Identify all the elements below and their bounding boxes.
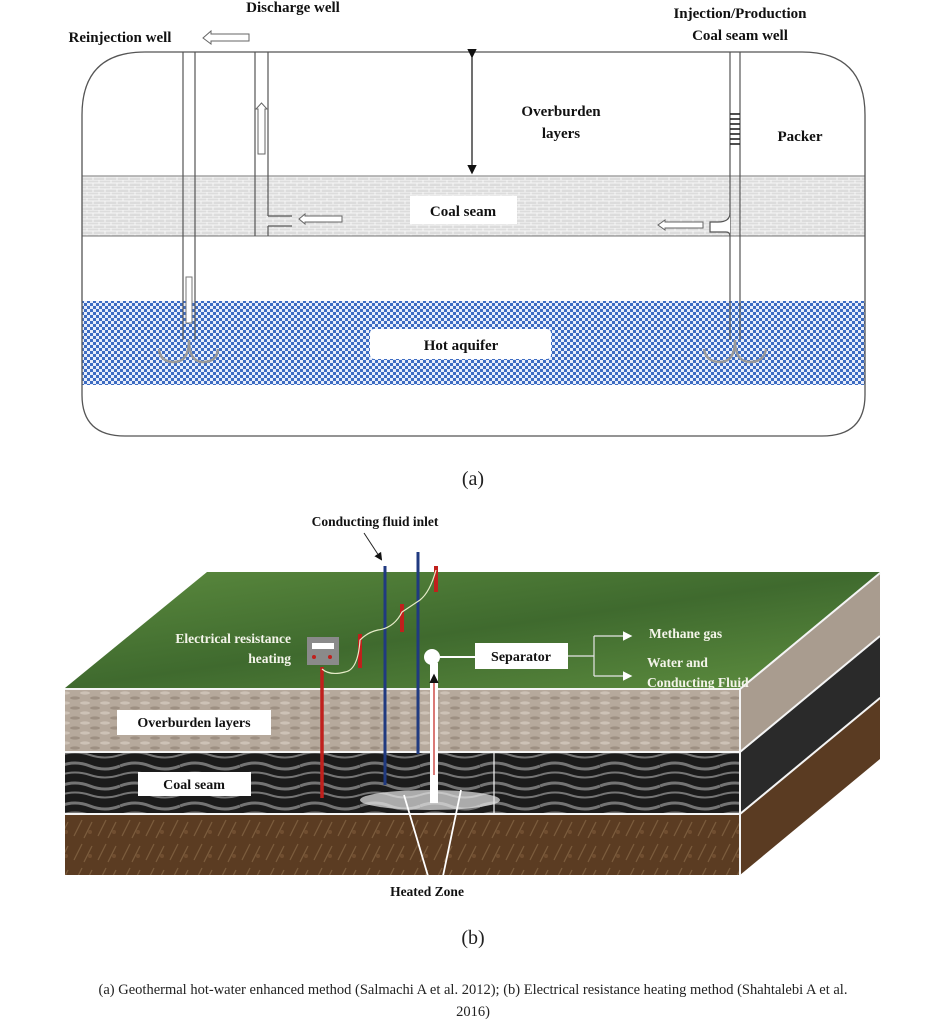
discharge-well-label: Discharge well	[246, 0, 340, 16]
inlet-pointer-arrow	[363, 532, 383, 561]
coal-seam-side	[740, 637, 880, 813]
discharge-well	[254, 52, 343, 236]
left-arrow-icon	[657, 219, 704, 231]
coal-seam-label: Coal seam	[430, 204, 497, 220]
injection-production-well	[657, 52, 768, 364]
coal-seam-label-box	[138, 772, 251, 796]
overburden-label-line2: layers	[542, 126, 580, 142]
panel-b-label: (b)	[461, 927, 484, 949]
reinjection-arrow-icon	[202, 29, 250, 45]
outflow-curl-icon	[157, 339, 191, 364]
heating-unit	[307, 637, 339, 665]
injection-production-label-line2: Coal seam well	[692, 28, 788, 44]
bedrock-side	[740, 699, 880, 875]
heated-zone-label: Heated Zone	[390, 884, 464, 899]
overburden-layers-label: Overburden layers	[137, 716, 251, 731]
conducting-fluid-inlet-label: Conducting fluid inlet	[312, 514, 439, 529]
electrode-marker	[434, 566, 438, 592]
electrode-marker	[400, 604, 404, 632]
figure-caption-line1: (a) Geothermal hot-water enhanced method…	[99, 982, 848, 998]
heated-zone-pointer	[442, 789, 462, 877]
figure-b: Separator Methane gas Water and Conducti…	[65, 514, 881, 949]
water-label-line1: Water and	[647, 655, 708, 670]
figure-a: Discharge well Reinjection well Injectio…	[69, 0, 866, 490]
injection-production-label-line1: Injection/Production	[673, 6, 807, 22]
electrode-marker	[358, 634, 362, 668]
reservoir-outline	[81, 51, 866, 437]
separator-box	[475, 643, 568, 669]
separator-node	[424, 649, 440, 665]
up-arrow-icon	[254, 102, 269, 155]
bedrock-layer	[65, 815, 740, 875]
figure-caption-line2: 2016)	[456, 1004, 490, 1020]
hot-aquifer-label-box	[370, 329, 551, 359]
electrical-heating-label-line2: heating	[248, 651, 291, 666]
overburden-label-box	[117, 710, 271, 735]
separator-label: Separator	[491, 650, 551, 665]
packer-icon	[730, 113, 740, 145]
ground-surface	[65, 572, 880, 688]
reinjection-well-label: Reinjection well	[69, 30, 172, 46]
overburden-side	[740, 574, 880, 752]
coal-seam-label-box	[410, 196, 517, 224]
panel-a-label: (a)	[462, 468, 484, 490]
heated-zone-pointer	[403, 794, 429, 877]
separator-outputs	[568, 631, 633, 681]
heating-wire	[321, 569, 437, 675]
reinjection-well	[157, 52, 220, 364]
outflow-curl-icon	[702, 339, 737, 364]
left-arrow-icon	[298, 212, 343, 226]
electrical-heating-label-line1: Electrical resistance	[175, 631, 291, 646]
overburden-label-line1: Overburden	[521, 104, 601, 120]
coal-seam-label: Coal seam	[163, 778, 225, 793]
hot-aquifer-label: Hot aquifer	[424, 338, 499, 354]
packer-label: Packer	[778, 129, 823, 145]
water-label-line2: Conducting Fluid	[647, 675, 749, 690]
methane-gas-label: Methane gas	[649, 626, 722, 641]
